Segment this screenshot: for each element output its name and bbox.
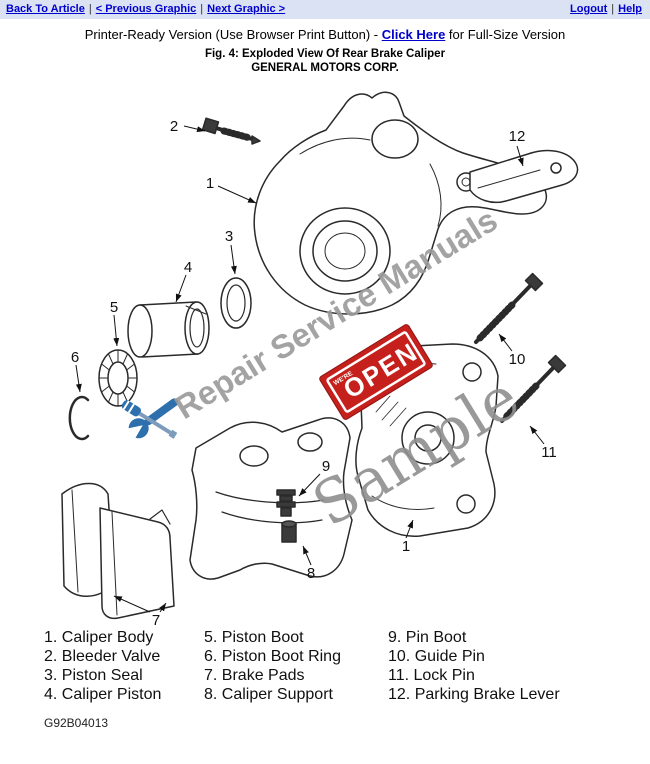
piston-boot-part [98,349,138,407]
piston-seal-part [220,277,252,329]
nav-right: Logout | Help [570,3,642,15]
separator: | [200,3,204,15]
lock-pin-part [500,354,567,423]
manufacturer-label: GENERAL MOTORS CORP. [251,62,399,74]
callout-12: 12 [509,128,526,145]
legend-item: 3. Piston Seal [44,667,143,684]
legend-item: 11. Lock Pin [388,667,475,684]
legend-item: 6. Piston Boot Ring [204,648,341,665]
tools-icon [121,398,179,443]
callout-3: 3 [225,228,233,245]
parts-legend: 1. Caliper Body 2. Bleeder Valve 3. Pist… [0,628,650,704]
legend-item: 7. Brake Pads [204,667,305,684]
separator: | [88,3,92,15]
separator: | [611,3,615,15]
legend-item: 5. Piston Boot [204,629,304,646]
callout-1: 1 [206,175,214,192]
figure-caption: Fig. 4: Exploded View Of Rear Brake Cali… [204,48,446,60]
brake-pads-part [61,482,175,620]
nav-left: Back To Article | < Previous Graphic | N… [6,3,285,15]
callout-4: 4 [184,259,192,276]
caliper-support-part [189,417,353,580]
legend-item: 4. Caliper Piston [44,686,162,703]
caliper-piston-part [127,301,210,358]
piston-boot-ring-part [68,395,90,441]
caliper-body-part [253,91,547,315]
parking-brake-lever-part [469,149,579,204]
callouts-layer: 2 1 12 3 4 5 6 9 10 11 8 1 7 [71,118,557,629]
bleeder-valve-part [201,117,261,145]
callout-11: 11 [541,444,557,461]
title-suffix: for Full-Size Version [445,27,566,42]
legend-item: 1. Caliper Body [44,629,154,646]
callout-2: 2 [170,118,178,135]
legend-item: 12. Parking Brake Lever [388,686,560,703]
callout-5: 5 [110,299,118,316]
exploded-diagram: Repair Service Manuals WE'RE OPEN Sample [61,91,579,629]
callout-8: 8 [307,565,315,582]
document-code: G92B04013 [44,716,109,730]
help-link[interactable]: Help [618,3,642,15]
legend-item: 2. Bleeder Valve [44,648,161,665]
diagram: Repair Service Manuals WE'RE OPEN Sample [0,76,650,629]
leader-lines [75,125,545,613]
legend-item: 10. Guide Pin [388,648,485,665]
guide-pin-part [474,272,544,344]
page-title: Printer-Ready Version (Use Browser Print… [0,27,650,42]
legend-column-1: 1. Caliper Body 2. Bleeder Valve 3. Pist… [44,628,204,704]
callout-7: 7 [152,612,160,628]
legend-column-2: 5. Piston Boot 6. Piston Boot Ring 7. Br… [204,628,388,704]
callout-9: 9 [322,458,330,475]
callout-10: 10 [509,351,526,368]
callout-1b: 1 [402,538,410,555]
legend-column-3: 9. Pin Boot 10. Guide Pin 11. Lock Pin 1… [388,628,603,704]
top-navbar: Back To Article | < Previous Graphic | N… [0,0,650,19]
pin-boot-part [276,489,296,517]
parts-layer [61,91,579,620]
logout-link[interactable]: Logout [570,3,608,15]
callout-6: 6 [71,349,79,366]
title-prefix: Printer-Ready Version (Use Browser Print… [84,27,382,42]
previous-graphic-link[interactable]: < Previous Graphic [95,3,197,15]
back-to-article-link[interactable]: Back To Article [6,3,85,15]
legend-item: 9. Pin Boot [388,629,467,646]
next-graphic-link[interactable]: Next Graphic > [207,3,286,15]
legend-item: 8. Caliper Support [204,686,333,703]
click-here-link[interactable]: Click Here [381,27,446,42]
